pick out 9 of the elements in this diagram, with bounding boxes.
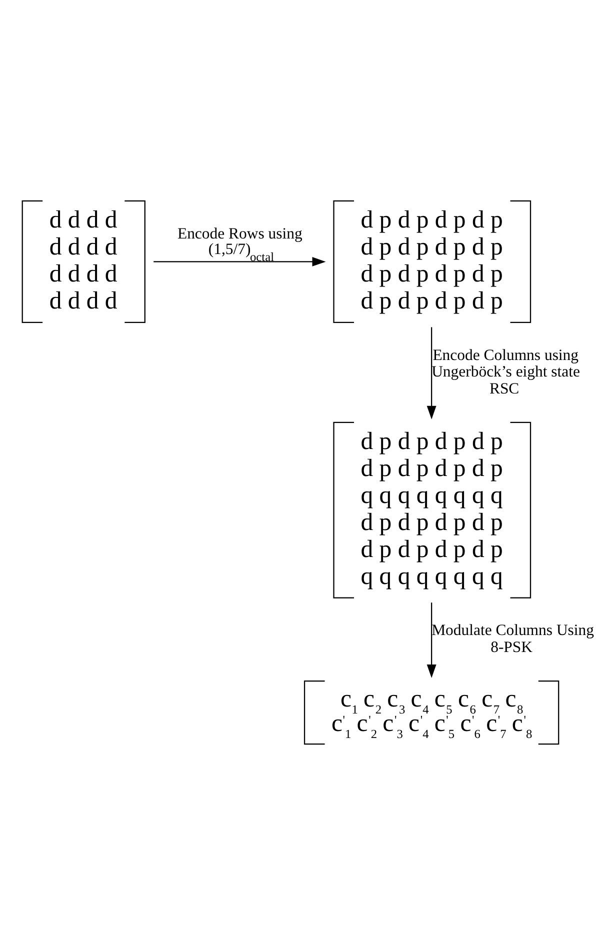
arrow — [426, 326, 436, 419]
edge-label: Encode Columns using Ungerböck’s eight state RSC — [432, 346, 580, 397]
arrow — [426, 602, 436, 678]
arrow — [154, 256, 326, 266]
edge-label: Encode Rows using (1,5/7)$_{octal}$ — [177, 224, 302, 264]
node-text: d p d p d p d p d p d p d p d p q q q q q q q q d p d p d p d p d p d p d p d p q q q q q q q q — [360, 428, 503, 590]
node-text: d d d d d d d d d d d d d d d d — [49, 206, 118, 314]
edge-label: Modulate Columns Using 8-PSK — [432, 622, 594, 656]
node-text: d p d p d p d p d p d p d p d p d p d p d p d p d p d p d p d p — [360, 206, 503, 314]
